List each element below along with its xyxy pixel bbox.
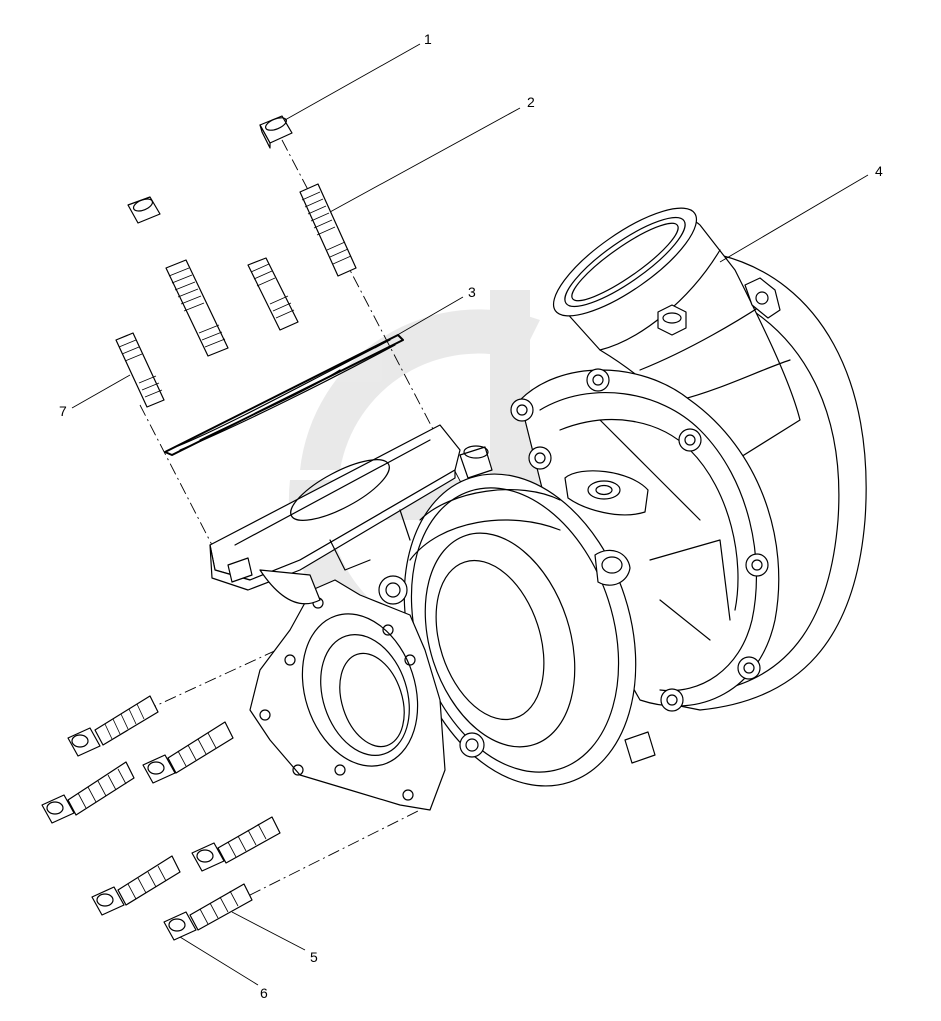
stud-nut-pair-1	[67, 695, 159, 757]
callout-2: 2	[527, 94, 535, 110]
callout-1: 1	[424, 31, 432, 47]
stud-nut-pair-3	[142, 721, 234, 784]
nut-item-1	[259, 115, 293, 149]
stud-nut-pair-6	[163, 883, 253, 941]
leader-lines	[71, 43, 869, 986]
callout-5: 5	[310, 949, 318, 965]
turbine-inlet-flange	[209, 424, 461, 605]
stud-item-7	[115, 332, 165, 408]
stud-nut-pair-5	[91, 855, 181, 916]
callout-4: 4	[875, 163, 883, 179]
lower-stud-nut-set	[41, 695, 281, 941]
turbine-flange	[249, 579, 446, 811]
nut-loose	[127, 196, 161, 224]
flange-bolt-heads	[510, 368, 769, 712]
center-housing	[378, 445, 656, 787]
flange-holes	[259, 597, 416, 801]
callout-3: 3	[468, 284, 476, 300]
stud-nut-pair-2	[41, 761, 135, 824]
stud-short-center	[247, 257, 299, 331]
stud-nut-pair-4	[191, 816, 281, 872]
callout-labels: 1 2 3 4 5 6 7	[59, 31, 883, 1001]
stud-item-2	[299, 183, 357, 277]
compressor-housing	[510, 207, 867, 712]
callout-6: 6	[260, 985, 268, 1001]
stud-long-left	[165, 259, 229, 357]
gasket	[164, 334, 404, 456]
callout-7: 7	[59, 403, 67, 419]
